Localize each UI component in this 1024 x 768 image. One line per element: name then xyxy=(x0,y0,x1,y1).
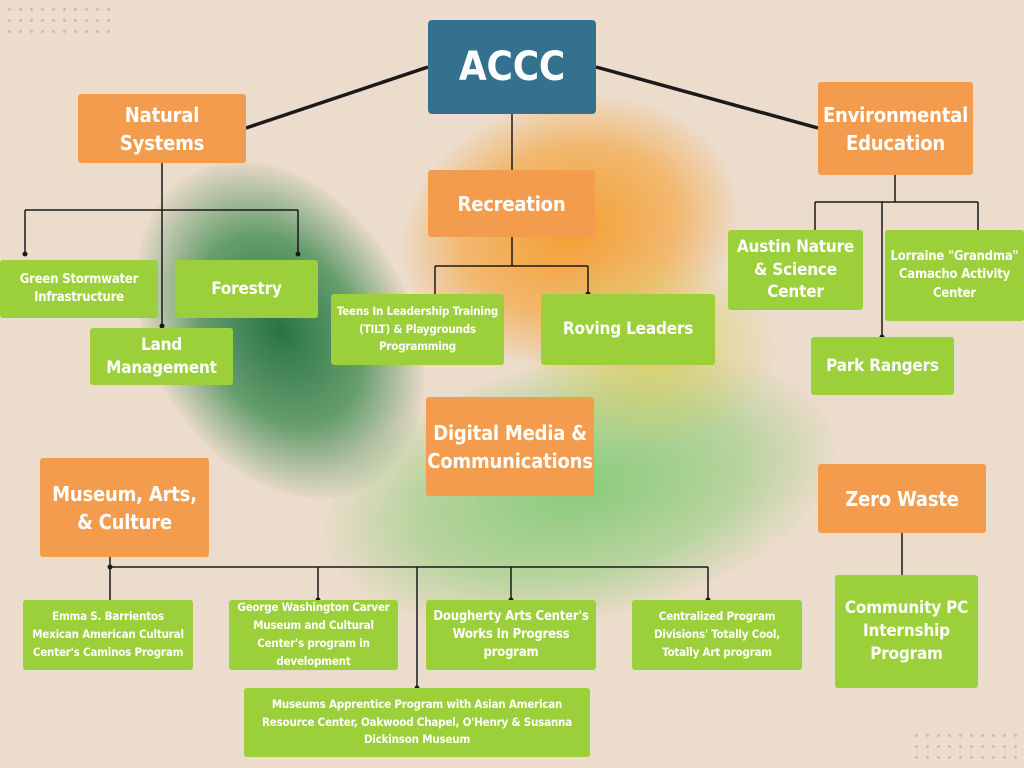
category-natural-systems: Natural Systems xyxy=(78,94,246,163)
category-label: Zero Waste xyxy=(845,486,959,511)
connector-environmental-education-children xyxy=(814,175,979,337)
category-digital-media: Digital Media & Communications xyxy=(426,397,594,496)
program-label: Park Rangers xyxy=(826,355,939,376)
program-park-rangers: Park Rangers xyxy=(811,337,954,395)
program-forestry: Forestry xyxy=(175,260,318,318)
dot-grid-bottom-right xyxy=(915,734,1017,759)
program-land-management: Land Management xyxy=(90,328,233,385)
dot-grid-top-left xyxy=(8,8,110,33)
category-label: Digital Media & Communications xyxy=(427,420,593,473)
connector-museum-children xyxy=(109,557,709,688)
program-label: Community PC Internship Program xyxy=(844,598,969,664)
program-tilt: Teens In Leadership Training (TILT) & Pl… xyxy=(331,294,504,365)
program-centralized-totally-cool: Centralized Program Divisions' Totally C… xyxy=(632,600,802,670)
program-label: George Washington Carver Museum and Cult… xyxy=(237,600,390,668)
program-community-pc: Community PC Internship Program xyxy=(835,575,978,688)
category-recreation: Recreation xyxy=(428,170,595,237)
program-carver-museum: George Washington Carver Museum and Cult… xyxy=(229,600,398,670)
program-label: Dougherty Arts Center's Works In Progres… xyxy=(433,608,589,661)
connector-natural-systems-children xyxy=(24,163,299,326)
program-museums-apprentice: Museums Apprentice Program with Asian Am… xyxy=(244,688,590,757)
connector-root-natural-systems xyxy=(245,65,429,130)
program-label: Teens In Leadership Training (TILT) & Pl… xyxy=(336,303,499,354)
program-dougherty-arts: Dougherty Arts Center's Works In Progres… xyxy=(426,600,596,670)
category-label: Recreation xyxy=(457,191,566,216)
program-label: Green Stormwater Infrastructure xyxy=(19,271,139,305)
root-label: ACCC xyxy=(458,44,566,90)
program-green-stormwater: Green Stormwater Infrastructure xyxy=(0,260,158,318)
connector-root-environmental-education xyxy=(595,65,819,130)
program-label: Museums Apprentice Program with Asian Am… xyxy=(262,696,572,747)
program-label: Emma S. Barrientos Mexican American Cult… xyxy=(32,609,184,659)
program-austin-nature-science: Austin Nature & Science Center xyxy=(728,230,863,310)
program-label: Roving Leaders xyxy=(562,319,694,340)
program-lorraine-camacho: Lorraine "Grandma" Camacho Activity Cent… xyxy=(885,230,1024,321)
category-label: Environmental Education xyxy=(822,102,969,155)
program-label: Land Management xyxy=(106,334,217,378)
category-environmental-education: Environmental Education xyxy=(818,82,973,175)
program-label: Centralized Program Divisions' Totally C… xyxy=(653,609,780,659)
category-museum-arts-culture: Museum, Arts, & Culture xyxy=(40,458,209,557)
program-label: Lorraine "Grandma" Camacho Activity Cent… xyxy=(890,249,1019,301)
program-label: Austin Nature & Science Center xyxy=(736,236,855,303)
program-roving-leaders: Roving Leaders xyxy=(541,294,715,365)
program-label: Forestry xyxy=(211,278,282,299)
root-node-accc: ACCC xyxy=(428,20,596,114)
connector-recreation-children xyxy=(434,237,589,294)
category-zero-waste: Zero Waste xyxy=(818,464,986,533)
category-label: Museum, Arts, & Culture xyxy=(52,481,197,534)
category-label: Natural Systems xyxy=(119,102,205,155)
program-barrientos-caminos: Emma S. Barrientos Mexican American Cult… xyxy=(23,600,193,670)
